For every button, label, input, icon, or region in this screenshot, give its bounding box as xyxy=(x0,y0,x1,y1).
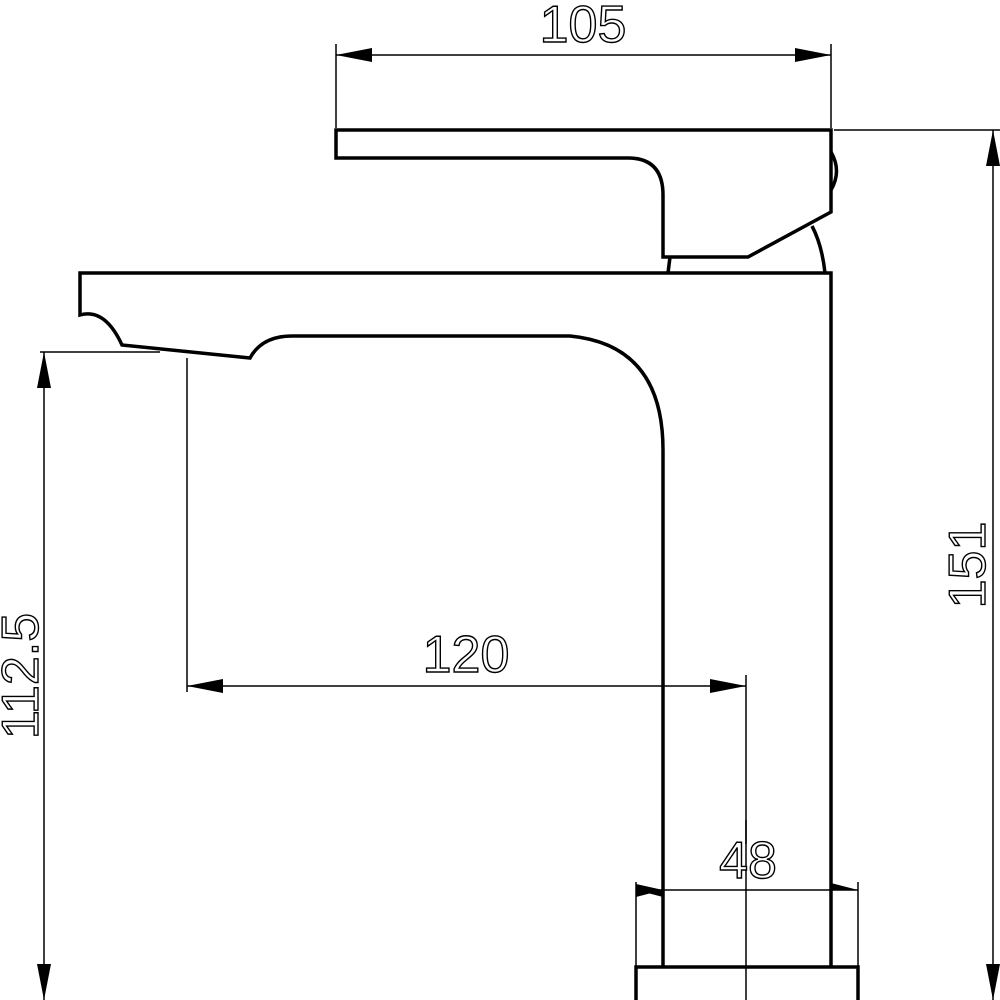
dimension-label-105: 105 xyxy=(540,0,627,54)
dimension-handle-length: 105 xyxy=(335,0,832,128)
lever-handle xyxy=(334,128,833,259)
dimension-body-width: 48 xyxy=(635,820,859,967)
dimension-spout-height: 112.5 xyxy=(0,351,160,1000)
dimension-spout-reach: 120 xyxy=(186,358,747,1000)
faucet-base xyxy=(634,965,860,1000)
dimension-label-120: 120 xyxy=(423,626,510,684)
dimension-label-112-5: 112.5 xyxy=(0,613,50,739)
faucet-body xyxy=(78,271,833,967)
dimension-label-151: 151 xyxy=(939,522,997,609)
handle-rotation-arc xyxy=(810,225,827,274)
handle-pivot-line xyxy=(666,256,672,274)
dimension-label-48: 48 xyxy=(719,832,777,890)
handle-cap-arc xyxy=(829,151,839,191)
dimension-total-height: 151 xyxy=(834,129,1000,1000)
